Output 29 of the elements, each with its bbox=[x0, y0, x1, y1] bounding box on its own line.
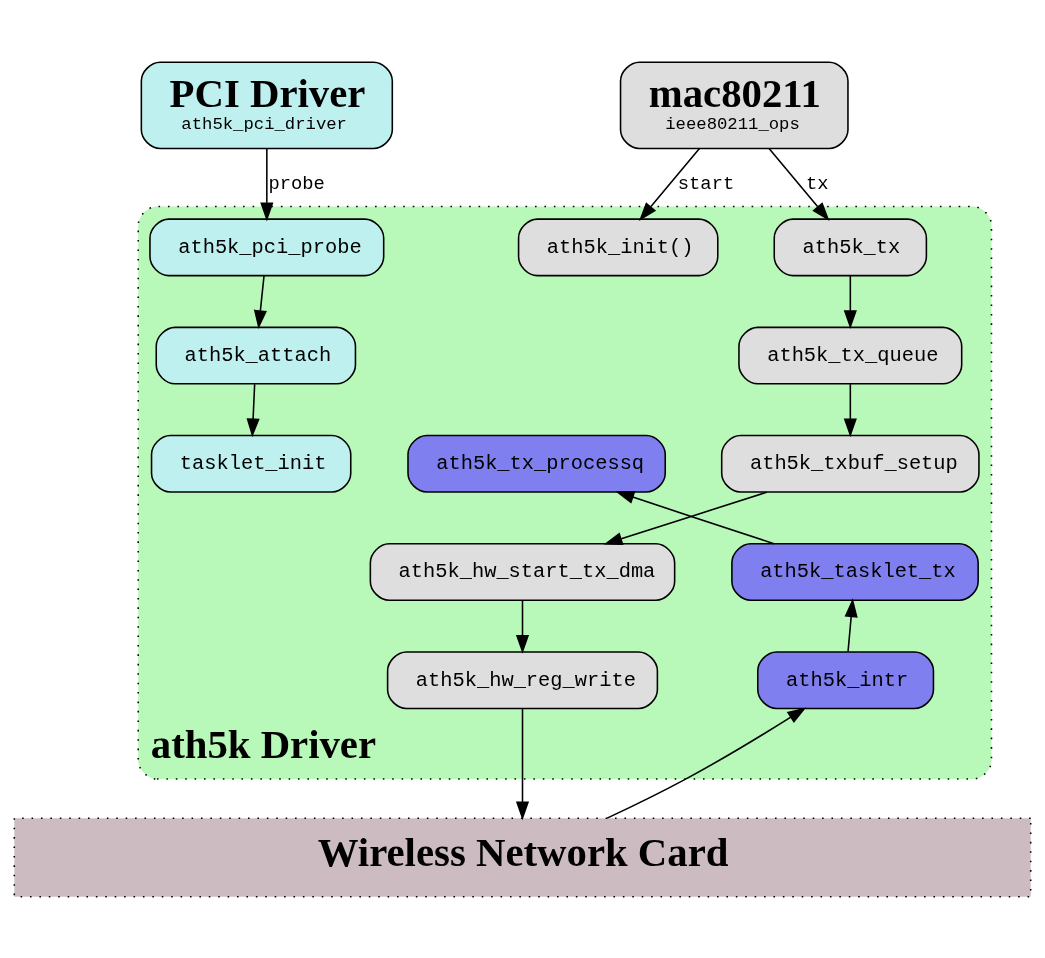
arrow bbox=[843, 274, 857, 329]
node-box: ath5k_init() bbox=[517, 217, 719, 276]
node-box: ath5k_intr bbox=[757, 650, 935, 709]
node-box: ath5k_hw_start_tx_dma bbox=[369, 542, 676, 601]
node-box: ath5k_tasklet_tx bbox=[731, 542, 979, 601]
node-box: ath5k_tx_queue bbox=[738, 326, 963, 385]
arrow bbox=[253, 274, 267, 329]
node-box: Wireless Network Card bbox=[13, 817, 1032, 897]
node-box: ath5k_tx bbox=[773, 217, 928, 276]
node-box: ath5k_attach bbox=[155, 326, 357, 385]
node-box: ath5k_hw_reg_write bbox=[386, 650, 659, 709]
arrow bbox=[606, 706, 807, 819]
edge-label: start bbox=[677, 172, 735, 195]
node-box: ath5k_tx_processq bbox=[407, 434, 667, 493]
node-box: tasklet_init bbox=[150, 434, 352, 493]
arrow bbox=[639, 147, 701, 221]
arrow bbox=[515, 707, 530, 820]
arrow bbox=[843, 382, 857, 437]
arrow bbox=[768, 147, 830, 221]
node-box: PCI Driver ath5k_pci_driver bbox=[140, 61, 394, 149]
arrow bbox=[260, 147, 274, 221]
node-box: ath5k_txbuf_setup bbox=[720, 434, 980, 493]
arrow bbox=[515, 599, 530, 654]
node-box: ath5k_pci_probe bbox=[149, 217, 385, 276]
arrow bbox=[844, 597, 858, 652]
node-box: mac80211 ieee80211_ops bbox=[619, 61, 849, 149]
edge-label: tx bbox=[806, 172, 829, 195]
edge-label: probe bbox=[268, 172, 325, 195]
arrow bbox=[246, 382, 260, 437]
